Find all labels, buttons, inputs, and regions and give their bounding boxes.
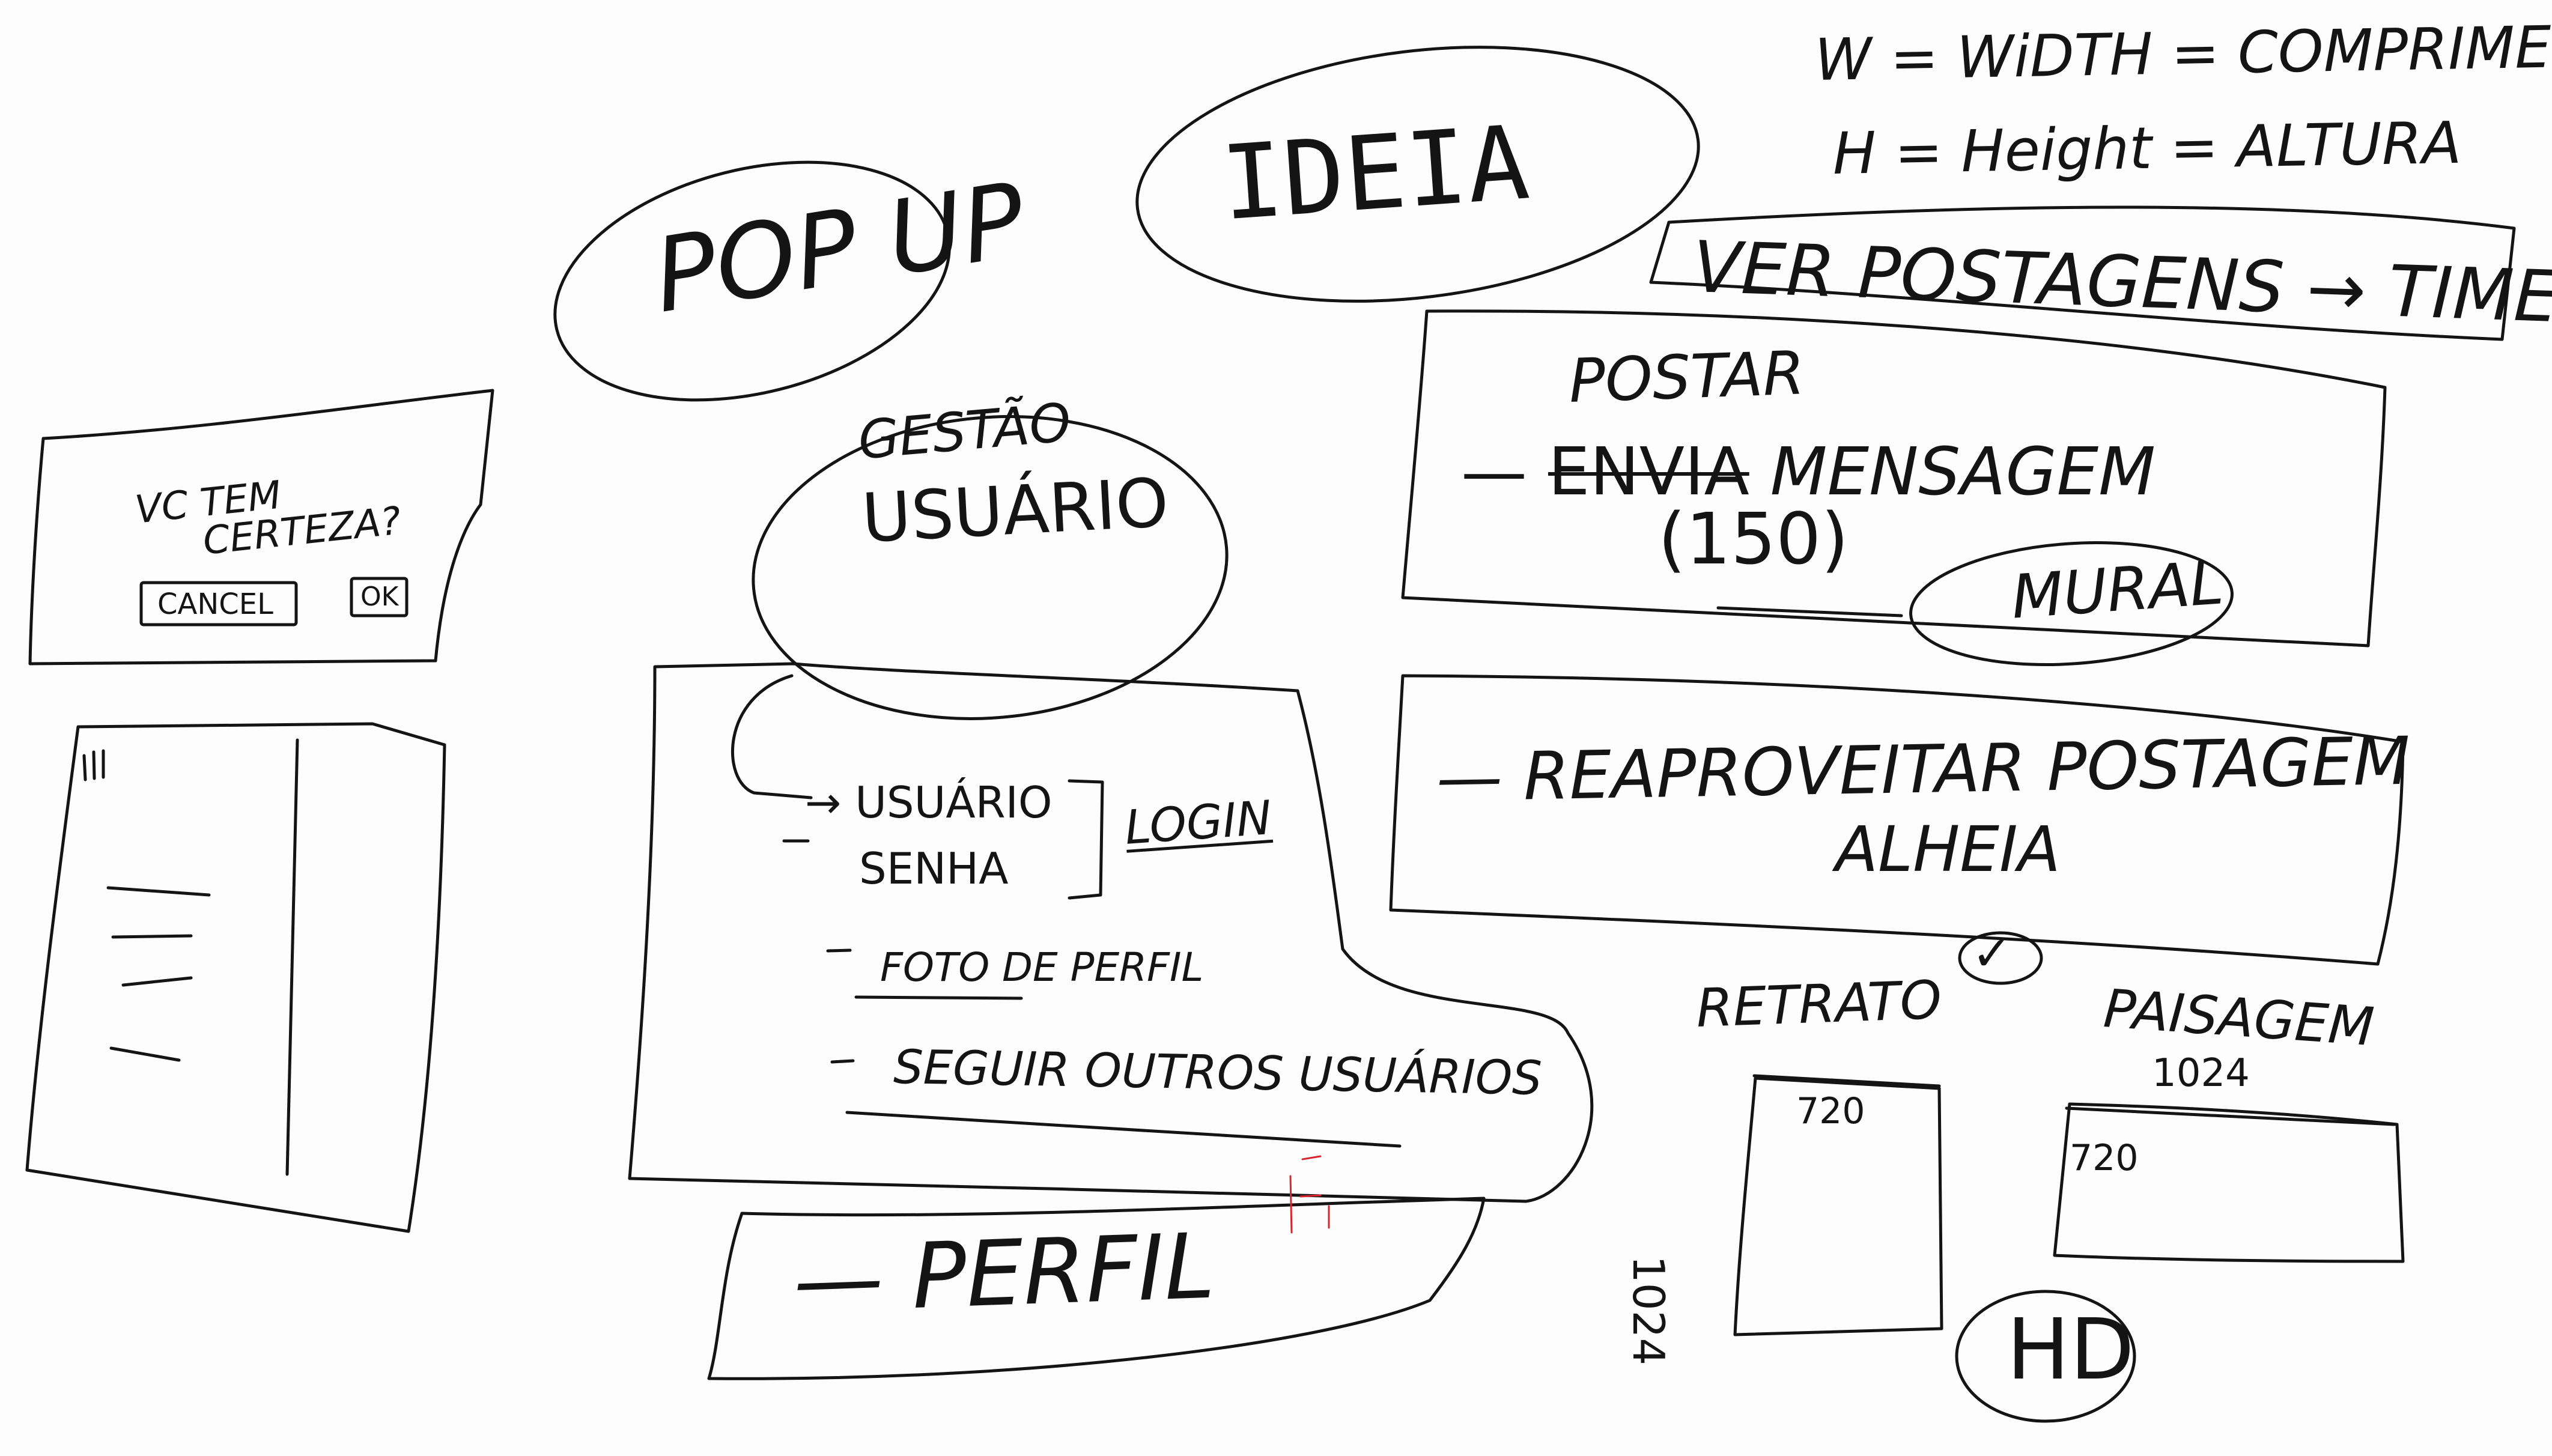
landscape-height: 720 [2070, 1137, 2139, 1179]
perfil-box-frame [707, 1197, 1486, 1380]
user-box-frame [628, 662, 1594, 1203]
timeline-box-frame [1649, 205, 2516, 341]
height-definition: H = Height = ALTURA [1832, 109, 2462, 187]
dash-mark: — [1461, 433, 1527, 510]
perfil-text: PERFIL [910, 1214, 1217, 1330]
struck-word: ENVIA [1548, 433, 1749, 510]
mural-label: MURAL [2009, 547, 2226, 632]
timeline-text: TIMELINE [2387, 249, 2552, 344]
ok-button-outline [350, 577, 409, 617]
reuse-line-1: — REAPROVEITAR POSTAGEM [1436, 723, 2411, 816]
check-bubble [1958, 931, 2043, 985]
dash-mark: — [1435, 738, 1504, 816]
login-bracket [1068, 779, 1104, 900]
reuse-line-2: ALHEIA [1835, 813, 2061, 886]
post-box-frame [1401, 309, 2387, 648]
post-title: POSTAR [1567, 338, 1806, 416]
popup-mock-frame [28, 389, 494, 666]
landscape-width: 1024 [2152, 1051, 2250, 1096]
red-doodle [1289, 1155, 1330, 1234]
password-field-label: SENHA [859, 843, 1009, 894]
portrait-frame [1733, 1076, 1943, 1336]
usuario-label: USUÁRIO [860, 464, 1171, 558]
user-field-label: USUÁRIO [855, 777, 1053, 828]
width-definition: W = WiDTH = COMPRIMENTO [1814, 11, 2552, 94]
ok-button[interactable]: OK [360, 581, 399, 612]
user-field-line: → USUÁRIO [805, 781, 1053, 824]
arrow-right-icon: → [2305, 246, 2368, 332]
dash-mark: — [791, 1225, 886, 1333]
portrait-label: RETRATO [1695, 968, 1943, 1039]
message-limit: (150) [1658, 497, 1849, 580]
landscape-frame [2053, 1102, 2405, 1263]
ideia-title: IDEIA [1218, 103, 1533, 244]
cancel-button[interactable]: CANCEL [157, 587, 273, 621]
hd-bubble [1955, 1290, 2136, 1423]
hd-label: HD [2007, 1301, 2135, 1399]
portrait-height: 1024 [1623, 1255, 1674, 1366]
gestao-bubble [752, 415, 1229, 720]
sidebar-mock-frame [25, 722, 446, 1233]
arrow-right-icon: → [805, 777, 842, 828]
popup-bubble [553, 160, 951, 402]
post-message-line: — ENVIA MENSAGEM [1461, 438, 2156, 505]
cancel-button-outline [139, 581, 298, 626]
login-label: LOGIN [1123, 790, 1274, 855]
mural-bubble [1909, 541, 2234, 666]
check-icon: ✓ [1972, 926, 2013, 981]
message-word: MENSAGEM [1770, 433, 2156, 510]
ideia-bubble [1135, 46, 1700, 303]
reuse-box-frame [1389, 674, 2405, 966]
follow-users-label: SEGUIR OUTROS USUÁRIOS [893, 1040, 1543, 1106]
perfil-label: — PERFIL [792, 1215, 1217, 1333]
profile-photo-label: FOTO DE PERFIL [880, 944, 1204, 990]
portrait-width: 720 [1796, 1090, 1865, 1132]
reuse-text: REAPROVEITAR POSTAGEM [1522, 722, 2411, 815]
